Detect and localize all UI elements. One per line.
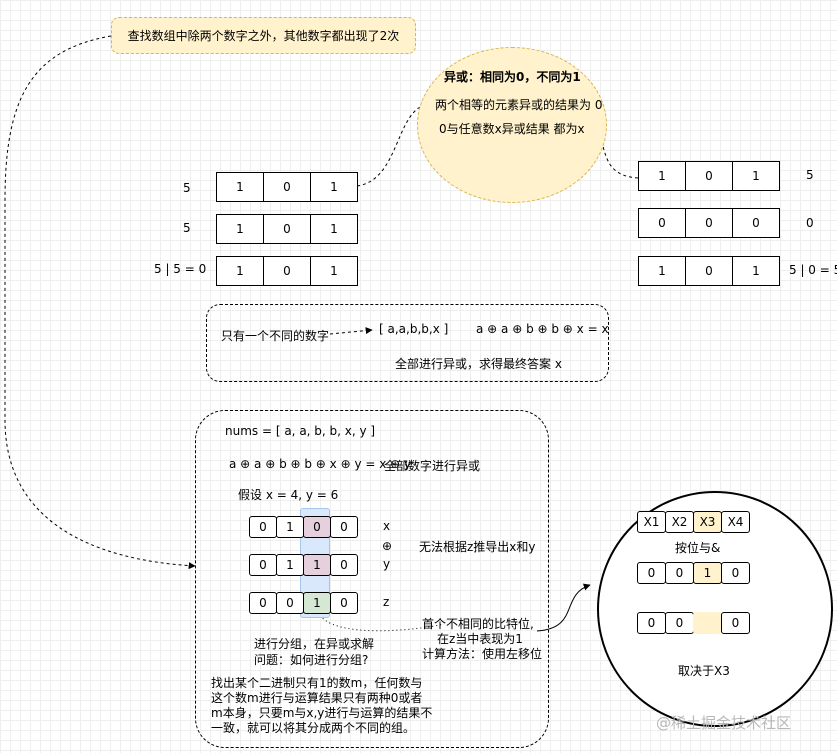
xor-op: ⊕ bbox=[382, 539, 393, 553]
title-to-main-arrow bbox=[4, 35, 196, 570]
cannot-derive-text: 无法根据z推导出x和y bbox=[419, 540, 536, 554]
bit-cell: 0 bbox=[330, 516, 358, 538]
header-cell: X3 bbox=[693, 511, 722, 533]
or0-row-1: 1 0 1 bbox=[638, 161, 780, 191]
xor-rule-line1: 两个相等的元素异或的结果为 0 bbox=[435, 98, 603, 112]
z-label: z bbox=[383, 595, 390, 609]
bit-cell: 1 bbox=[276, 516, 304, 538]
y-bits-row: 0 1 1 0 bbox=[249, 554, 358, 576]
bit-cell: 0 bbox=[638, 208, 686, 238]
explain-line1: 找出某个二进制只有1的数m，任何数与 bbox=[211, 676, 423, 690]
bit-cell: 0 bbox=[685, 161, 733, 191]
bit-cell: 1 bbox=[310, 214, 358, 244]
or0-row-3: 1 0 1 bbox=[638, 256, 780, 286]
bit-cell: 1 bbox=[732, 161, 780, 191]
group-line1: 进行分组，在异或求解 bbox=[254, 637, 375, 651]
bit-cell: 0 bbox=[303, 516, 331, 538]
xor-rule-line2: 0与任意数x异或结果 都为x bbox=[439, 122, 585, 136]
bit-cell: 1 bbox=[216, 256, 264, 286]
or0-label-2: 0 bbox=[806, 216, 814, 230]
bit-cell: 0 bbox=[637, 562, 666, 584]
z-bits-row: 0 0 1 0 bbox=[249, 592, 358, 614]
bit-cell: 1 bbox=[303, 554, 331, 576]
bit-cell: 1 bbox=[276, 554, 304, 576]
bit-cell: 1 bbox=[310, 172, 358, 202]
bit-cell: 0 bbox=[263, 172, 311, 202]
and-label: 按位与& bbox=[675, 541, 721, 555]
bit-cell: 1 bbox=[303, 592, 331, 614]
bit-cell: 0 bbox=[665, 612, 694, 634]
single-text1: 只有一个不同的数字 bbox=[221, 329, 330, 343]
or-row-2: 1 0 1 bbox=[216, 214, 358, 244]
title-text: 查找数组中除两个数字之外，其他数字都出现了2次 bbox=[127, 29, 400, 43]
z-bit-dotted bbox=[317, 611, 445, 632]
title-note: 查找数组中除两个数字之外，其他数字都出现了2次 bbox=[111, 17, 416, 54]
bit-cell: 0 bbox=[263, 214, 311, 244]
x-bits-row: 0 1 0 0 bbox=[249, 516, 358, 538]
depends-label: 取决于X3 bbox=[678, 664, 730, 678]
bit-cell: 0 bbox=[276, 592, 304, 614]
header-cell: X4 bbox=[721, 511, 750, 533]
or0-label-3: 5 | 0 = 5 bbox=[789, 263, 837, 277]
explain-line3: m本身，只要m与x,y进行与运算的结果不 bbox=[211, 706, 433, 720]
main-formula-note: 全部数字进行异或 bbox=[384, 459, 481, 473]
bit-cell: 1 bbox=[693, 562, 722, 584]
bit-cell: 0 bbox=[249, 592, 277, 614]
or-label-1: 5 bbox=[183, 181, 191, 195]
bit-cell: 0 bbox=[721, 562, 750, 584]
bit-cell: 1 bbox=[638, 256, 686, 286]
single-formula: a ⊕ a ⊕ b ⊕ b ⊕ x = x bbox=[476, 322, 609, 336]
bit-cell: 0 bbox=[263, 256, 311, 286]
or0-row-2: 0 0 0 bbox=[638, 208, 780, 238]
bit-cell: 1 bbox=[732, 256, 780, 286]
or0-label-1: 5 bbox=[806, 168, 814, 182]
single-array: [ a,a,b,b,x ] bbox=[379, 322, 449, 336]
first-diff-line2: 在z当中表现为1 bbox=[437, 632, 523, 646]
main-formula: a ⊕ a ⊕ b ⊕ b ⊕ x ⊕ y = x ⊕ y bbox=[229, 457, 412, 471]
bit-cell: 0 bbox=[665, 562, 694, 584]
result-row: 0 0 0 bbox=[637, 612, 750, 634]
bit-cell: 0 bbox=[732, 208, 780, 238]
bit-cell: 0 bbox=[685, 208, 733, 238]
or-label-3: 5 | 5 = 0 bbox=[154, 262, 207, 276]
or-label-2: 5 bbox=[183, 221, 191, 235]
header-row: X1 X2 X3 X4 bbox=[637, 511, 750, 533]
main-assume: 假设 x = 4, y = 6 bbox=[238, 488, 339, 502]
bit-cell: 0 bbox=[249, 516, 277, 538]
bit-cell: 0 bbox=[330, 592, 358, 614]
group-line2: 问题：如何进行分组? bbox=[254, 653, 369, 667]
bit-cell: 1 bbox=[310, 256, 358, 286]
bit-cell: 1 bbox=[216, 214, 264, 244]
single-arrow bbox=[329, 327, 373, 335]
single-text2: 全部进行异或，求得最终答案 x bbox=[395, 357, 562, 371]
first-diff-line3: 计算方法：使用左移位 bbox=[422, 647, 543, 661]
main-nums: nums = [ a, a, b, b, x, y ] bbox=[225, 424, 376, 438]
bit-cell: 0 bbox=[330, 554, 358, 576]
bit-cell: 1 bbox=[216, 172, 264, 202]
x-label: x bbox=[383, 519, 391, 533]
main-box bbox=[195, 410, 549, 748]
single-number-box bbox=[206, 304, 609, 382]
header-cell: X2 bbox=[665, 511, 694, 533]
y-label: y bbox=[383, 557, 391, 571]
or-row-3: 1 0 1 bbox=[216, 256, 358, 286]
bit-cell: 0 bbox=[721, 612, 750, 634]
explain-line2: 这个数m进行与运算结果只有两种0或者 bbox=[211, 691, 423, 705]
watermark: @稀土掘金技术社区 bbox=[656, 714, 792, 732]
bit-cell bbox=[693, 612, 722, 634]
bit-cell: 0 bbox=[685, 256, 733, 286]
bit-cell: 1 bbox=[638, 161, 686, 191]
mask-row: 0 0 1 0 bbox=[637, 562, 750, 584]
bit-cell: 0 bbox=[249, 554, 277, 576]
header-cell: X1 bbox=[637, 511, 666, 533]
xor-rule-heading: 异或：相同为0，不同为1 bbox=[444, 70, 581, 84]
or-row-1: 1 0 1 bbox=[216, 172, 358, 202]
first-diff-line1: 首个不相同的比特位, bbox=[422, 617, 534, 631]
xor-rule-circle bbox=[417, 47, 607, 203]
bit-cell: 0 bbox=[637, 612, 666, 634]
explain-line4: 一致，就可以将其分成两个不同的组。 bbox=[211, 721, 416, 735]
